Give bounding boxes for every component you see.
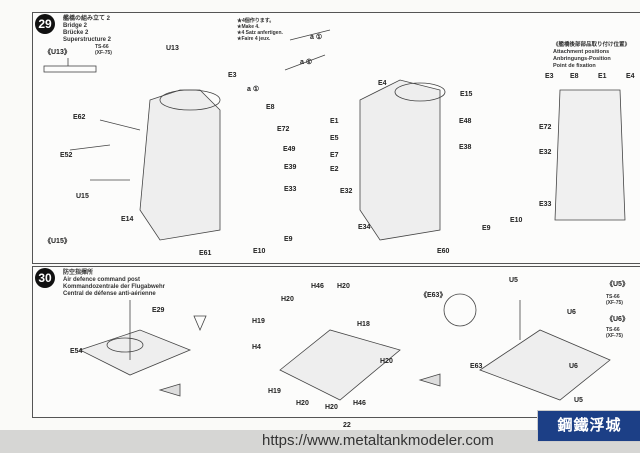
step-29-number: 29 [35, 14, 55, 34]
part-label: E14 [121, 216, 134, 223]
step-30-title: 防空指揮所 Air defence command post Kommandoz… [63, 270, 165, 298]
part-label: U13 [166, 45, 179, 52]
part-label: E3 [228, 72, 237, 79]
title-jp: 《艦橋後部部品取り付け位置》 [553, 42, 631, 48]
part-label: H20 [337, 283, 350, 290]
title-de: Kommandozentrale der Flugabwehr [63, 284, 166, 290]
part-label: E63 [470, 363, 483, 370]
watermark-url: https://www.metaltankmodeler.com [262, 432, 494, 449]
part-label: U5 [509, 277, 518, 284]
part-label: E8 [570, 73, 579, 80]
note-line: ★Faire 4 jeux. [237, 36, 271, 42]
title-fr: Superstructure 2 [63, 37, 112, 43]
paint-code-text: (XF-75) [606, 333, 623, 339]
part-label: E72 [539, 124, 552, 131]
paint-code: TS-66(XF-75) [606, 327, 623, 339]
part-label: E34 [358, 224, 371, 231]
bottom-strip [0, 430, 640, 453]
part-label: H20 [296, 400, 309, 407]
subpart-label: 《U13》 [44, 49, 71, 56]
attachment-positions-title: 《艦橋後部部品取り付け位置》 Attachment positions Anbr… [553, 42, 630, 70]
part-label: E33 [539, 201, 552, 208]
part-label: U6 [569, 363, 578, 370]
part-label: H18 [357, 321, 370, 328]
part-label: E9 [284, 236, 293, 243]
subpart-label: 《U6》 [606, 316, 629, 323]
watermark-logo: 鋼鐵浮城 [537, 410, 640, 442]
part-label: E10 [253, 248, 266, 255]
paint-code-text: (XF-75) [95, 50, 112, 56]
part-label: E49 [283, 146, 296, 153]
title-fr: Point de fixation [553, 63, 596, 69]
part-label: E33 [284, 186, 297, 193]
part-label: H4 [252, 344, 261, 351]
paint-code-text: TS-66 [606, 327, 620, 333]
part-label: H19 [252, 318, 265, 325]
paint-code: TS-66(XF-75) [95, 44, 112, 56]
note-line: ★4個作ります。 [237, 18, 275, 24]
subpart-label: 《U15》 [44, 238, 71, 245]
part-label: E54 [70, 348, 83, 355]
part-label: E32 [539, 149, 552, 156]
part-label: H20 [281, 296, 294, 303]
step-29-panel [32, 12, 640, 264]
part-label: H46 [311, 283, 324, 290]
part-label: E4 [378, 80, 387, 87]
part-label: E9 [482, 225, 491, 232]
part-label: a ① [247, 86, 260, 93]
assembly-drawings [43, 29, 626, 401]
part-label: U6 [567, 309, 576, 316]
part-label: U15 [76, 193, 89, 200]
part-label: a ① [300, 59, 313, 66]
note-line: ★Make 4. [237, 24, 260, 30]
part-label: H20 [325, 404, 338, 411]
part-label: H20 [380, 358, 393, 365]
part-label: H46 [353, 400, 366, 407]
manual-page: 29 艦橋の組み立て 2 Bridge 2 Brücke 2 Superstru… [32, 12, 640, 429]
paint-code-text: TS-66 [606, 294, 620, 300]
part-label: E39 [284, 164, 297, 171]
part-label: E2 [330, 166, 339, 173]
part-label: E8 [266, 104, 275, 111]
part-label: E15 [460, 91, 473, 98]
part-label: E4 [626, 73, 635, 80]
part-label: E5 [330, 135, 339, 142]
title-en: Air defence command post [63, 277, 141, 283]
part-label: E1 [330, 118, 339, 125]
paint-code-text: (XF-75) [606, 300, 623, 306]
part-label: U5 [574, 397, 583, 404]
part-label: E3 [545, 73, 554, 80]
step-29-title: 艦橋の組み立て 2 Bridge 2 Brücke 2 Superstructu… [63, 16, 111, 44]
part-label: E1 [598, 73, 607, 80]
part-label: E7 [330, 152, 339, 159]
make-four-note: ★4個作ります。 ★Make 4. ★4 Satz anfertigen. ★F… [237, 18, 283, 42]
part-label: E62 [73, 114, 86, 121]
part-label: E72 [277, 126, 290, 133]
title-de: Brücke 2 [63, 30, 89, 36]
part-label: E38 [459, 144, 472, 151]
title-jp: 防空指揮所 [63, 270, 94, 276]
part-label: H19 [268, 388, 281, 395]
part-label: E10 [510, 217, 523, 224]
subpart-label: 《U5》 [606, 281, 629, 288]
title-en: Bridge 2 [63, 23, 88, 29]
title-jp: 艦橋の組み立て 2 [63, 16, 111, 22]
step-30-number: 30 [35, 268, 55, 288]
title-en: Attachment positions [553, 49, 610, 55]
part-label: E61 [199, 250, 212, 257]
part-label: E60 [437, 248, 450, 255]
page-number: 22 [343, 422, 351, 429]
part-label: 《E63》 [420, 292, 447, 299]
part-label: E48 [459, 118, 472, 125]
part-label: E29 [152, 307, 165, 314]
part-label: E52 [60, 152, 73, 159]
title-de: Anbringungs-Position [553, 56, 611, 62]
note-line: ★4 Satz anfertigen. [237, 30, 283, 36]
part-label: E32 [340, 188, 353, 195]
paint-code: TS-66(XF-75) [606, 294, 623, 306]
paint-code-text: TS-66 [95, 44, 109, 50]
part-label: a ① [310, 34, 323, 41]
title-fr: Central de défense anti-aérienne [63, 291, 156, 297]
